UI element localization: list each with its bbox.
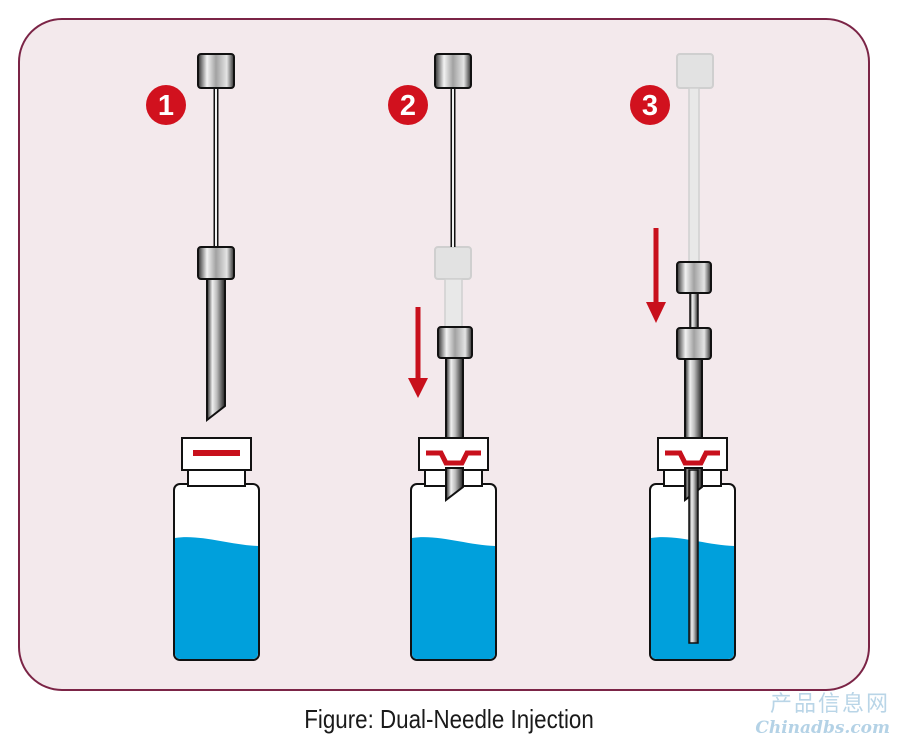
watermark-chinese: 产品信息网 [769, 692, 890, 717]
step-2-badge: 2 [388, 85, 428, 125]
step-1: 1 [146, 53, 260, 661]
step-2-liquid [412, 537, 495, 659]
watermark-latin: Chinadbs.com [755, 718, 890, 738]
step-2-number: 2 [400, 90, 416, 122]
step-2-needle-assembly [434, 53, 473, 503]
step-2-vial [410, 437, 497, 661]
step-3-septum [665, 450, 720, 466]
step-3-inner-needle [688, 469, 699, 644]
step-3-badge: 3 [630, 85, 670, 125]
step-1-vial-neck [187, 469, 246, 487]
step-1-needle [206, 278, 226, 423]
step-3-ghost-position [676, 53, 714, 263]
step-1-badge: 1 [146, 85, 186, 125]
watermark: 产品信息网 Chinadbs.com [740, 694, 890, 737]
step-1-needle-assembly [197, 53, 235, 423]
step-3: 3 [630, 53, 736, 661]
step-3-hub [676, 327, 712, 360]
step-1-top-cap [197, 53, 235, 89]
step-2-top-cap [434, 53, 472, 89]
step-2-needle-tip [445, 467, 464, 503]
step-1-number: 1 [158, 90, 174, 122]
step-3-number: 3 [642, 90, 658, 122]
step-3-vial [649, 437, 736, 661]
step-3-top-cap [676, 261, 712, 294]
figure-caption: Figure: Dual-Needle Injection [304, 704, 594, 734]
step-2: 2 [388, 53, 497, 661]
step-3-arrow-down [646, 228, 666, 323]
step-3-rod-lower [689, 292, 699, 329]
step-1-liquid [175, 537, 258, 659]
step-2-ghost-position [434, 246, 472, 330]
step-2-arrow-down [408, 307, 428, 398]
step-2-septum [426, 450, 481, 466]
step-2-hub [437, 326, 473, 359]
step-1-hub [197, 246, 235, 280]
step-1-vial [173, 437, 260, 661]
